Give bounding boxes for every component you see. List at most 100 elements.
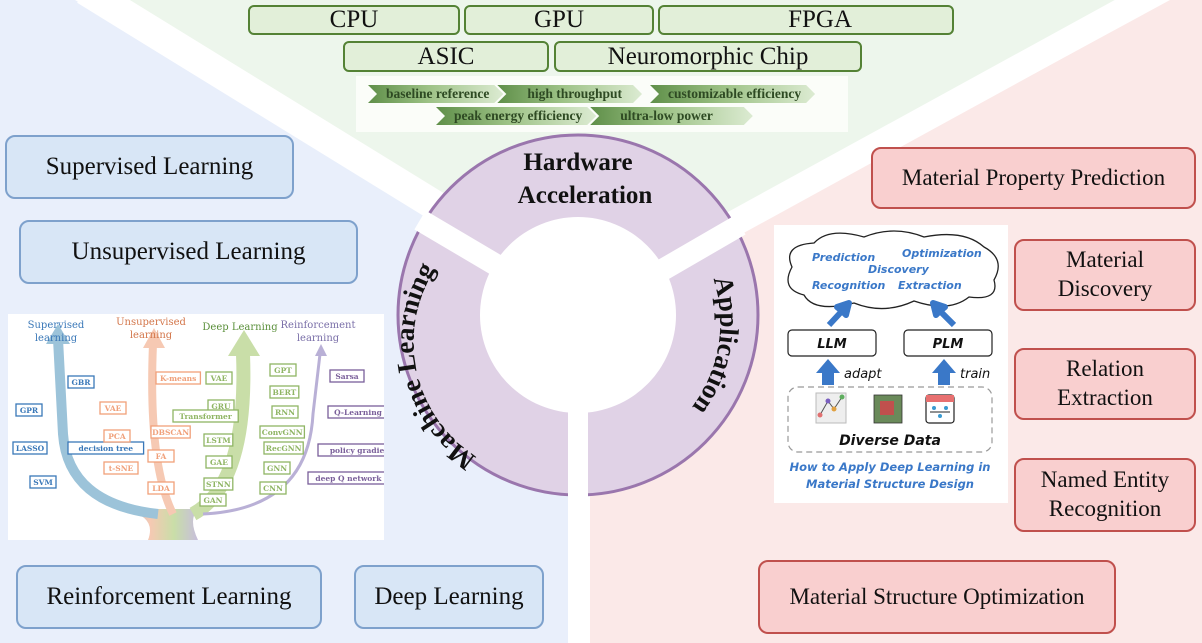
tree-node-deep bbox=[259, 481, 287, 495]
chip-gpu: GPU bbox=[464, 5, 654, 35]
tree-node-label: LDA bbox=[152, 484, 170, 493]
trait-chevron: high throughput bbox=[497, 85, 642, 103]
tree-node-deep bbox=[263, 461, 291, 475]
trait-chevron: peak energy efficiency bbox=[436, 107, 596, 125]
cloud-word-extraction: Extraction bbox=[898, 279, 962, 292]
tree-node-label: RNN bbox=[275, 408, 295, 417]
branch-supervised bbox=[53, 338, 159, 519]
chip-asic: ASIC bbox=[343, 41, 549, 72]
ml-unsupervised-box: Unsupervised Learning bbox=[19, 220, 358, 284]
tree-node-label: VAE bbox=[210, 374, 228, 383]
tree-node-label: LSTM bbox=[206, 436, 231, 445]
app-structure-optimization-box: Material Structure Optimization bbox=[758, 560, 1116, 634]
tree-node-label: GPR bbox=[20, 406, 39, 415]
tree-title-deep: Deep Learning bbox=[202, 322, 278, 333]
tree-node-label: GAE bbox=[210, 458, 228, 467]
ring-hole bbox=[480, 217, 676, 413]
tree-node-supervised bbox=[29, 475, 57, 489]
tree-node-label: t-SNE bbox=[109, 464, 134, 473]
tree-node-unsupervised bbox=[99, 401, 127, 415]
tree-node-supervised bbox=[67, 375, 95, 389]
tree-node-deep bbox=[199, 493, 227, 507]
cloud-word-prediction: Prediction bbox=[812, 251, 875, 264]
ring-gap-right bbox=[634, 215, 746, 293]
app-relation-extraction-box: Relation Extraction bbox=[1014, 348, 1196, 420]
caption-line-2: Material Structure Design bbox=[806, 477, 974, 491]
branch-reinforcement bbox=[202, 353, 322, 516]
arrowhead-unsupervised bbox=[143, 328, 165, 348]
tree-node-label: Q-Learning bbox=[334, 408, 383, 417]
adapt-label: adapt bbox=[844, 367, 882, 382]
tree-node-unsupervised bbox=[147, 481, 175, 495]
timeline-data-icon bbox=[925, 394, 955, 424]
train-arrow-icon bbox=[932, 359, 956, 385]
cloud-word-recognition: Recognition bbox=[812, 279, 886, 292]
ml-reinforcement-box: Reinforcement Learning bbox=[16, 565, 322, 629]
tree-node-label: STNN bbox=[206, 480, 231, 489]
tree-node-deep bbox=[269, 385, 300, 399]
app-property-prediction-box: Material Property Prediction bbox=[871, 147, 1196, 209]
tree-title-supervised-2: learning bbox=[35, 333, 78, 344]
tree-node-reinforcement bbox=[329, 369, 365, 383]
tree-title-unsupervised-2: learning bbox=[130, 330, 173, 341]
adapt-arrow-icon bbox=[816, 359, 840, 385]
tree-node-label: LASSO bbox=[16, 444, 45, 453]
plm-label: PLM bbox=[933, 337, 964, 352]
tree-node-label: policy gradients bbox=[330, 446, 384, 455]
tree-title-unsupervised-1: Unsupervised bbox=[116, 317, 186, 328]
arrow-plm-to-cloud-icon bbox=[930, 300, 957, 328]
trait-chevron: ultra-low power bbox=[590, 107, 753, 125]
tree-node-label: GPT bbox=[274, 366, 292, 375]
tensor-data-icon bbox=[873, 394, 903, 424]
ring-gap-left bbox=[414, 210, 536, 295]
ml-tree-diagram: Supervised learning Unsupervised learnin… bbox=[12, 317, 410, 540]
arrowhead-reinforcement bbox=[315, 344, 327, 356]
tree-node-unsupervised bbox=[155, 371, 202, 385]
app-figure: Prediction Optimization Discovery Recogn… bbox=[787, 230, 999, 491]
tree-node-label: K-means bbox=[160, 374, 196, 383]
tree-node-deep bbox=[205, 371, 233, 385]
tree-node-deep bbox=[203, 433, 234, 447]
chip-neuromorphic: Neuromorphic Chip bbox=[554, 41, 862, 72]
tree-node-supervised bbox=[15, 403, 43, 417]
diverse-data-label: Diverse Data bbox=[839, 433, 941, 449]
tree-node-label: SVM bbox=[33, 478, 53, 487]
tree-node-label: ConvGNN bbox=[262, 428, 303, 437]
train-label: train bbox=[960, 367, 990, 382]
chip-fpga: FPGA bbox=[658, 5, 954, 35]
tree-node-unsupervised bbox=[147, 449, 175, 463]
tree-node-label: DBSCAN bbox=[152, 428, 189, 437]
tree-node-unsupervised bbox=[103, 429, 131, 443]
tree-node-label: GBR bbox=[72, 378, 92, 387]
cloud-word-optimization: Optimization bbox=[902, 247, 982, 260]
app-figure-panel: Prediction Optimization Discovery Recogn… bbox=[774, 225, 1008, 503]
tree-node-label: GAN bbox=[203, 496, 222, 505]
ml-deep-learning-box: Deep Learning bbox=[354, 565, 544, 629]
hardware-traits-panel: baseline reference high throughput custo… bbox=[356, 76, 848, 132]
tree-node-deep bbox=[271, 405, 299, 419]
tree-node-deep bbox=[263, 441, 304, 455]
tree-node-label: deep Q network bbox=[315, 474, 382, 483]
tree-node-label: GNN bbox=[267, 464, 287, 473]
cloud-word-discovery: Discovery bbox=[868, 263, 930, 276]
caption-line-1: How to Apply Deep Learning in bbox=[790, 460, 991, 474]
tree-node-deep bbox=[172, 409, 239, 423]
llm-box bbox=[787, 329, 877, 357]
tree-node-deep bbox=[205, 455, 233, 469]
chip-cpu: CPU bbox=[248, 5, 460, 35]
plm-box bbox=[903, 329, 993, 357]
tree-title-reinforcement-1: Reinforcement bbox=[281, 320, 356, 331]
arrowhead-deep bbox=[228, 330, 260, 356]
graph-data-icon bbox=[815, 392, 847, 424]
ring-label-hardware-2: Acceleration bbox=[518, 182, 653, 209]
tree-node-supervised bbox=[12, 441, 48, 455]
tree-node-label: decision tree bbox=[79, 444, 134, 453]
tree-node-label: Sarsa bbox=[335, 372, 358, 381]
app-ner-box: Named Entity Recognition bbox=[1014, 458, 1196, 532]
tree-node-deep bbox=[269, 363, 297, 377]
llm-label: LLM bbox=[817, 337, 847, 352]
tree-node-label: PCA bbox=[108, 432, 126, 441]
tree-node-label: GRU bbox=[211, 402, 231, 411]
tree-node-label: Transformer bbox=[179, 412, 232, 421]
tree-node-deep bbox=[203, 477, 234, 491]
